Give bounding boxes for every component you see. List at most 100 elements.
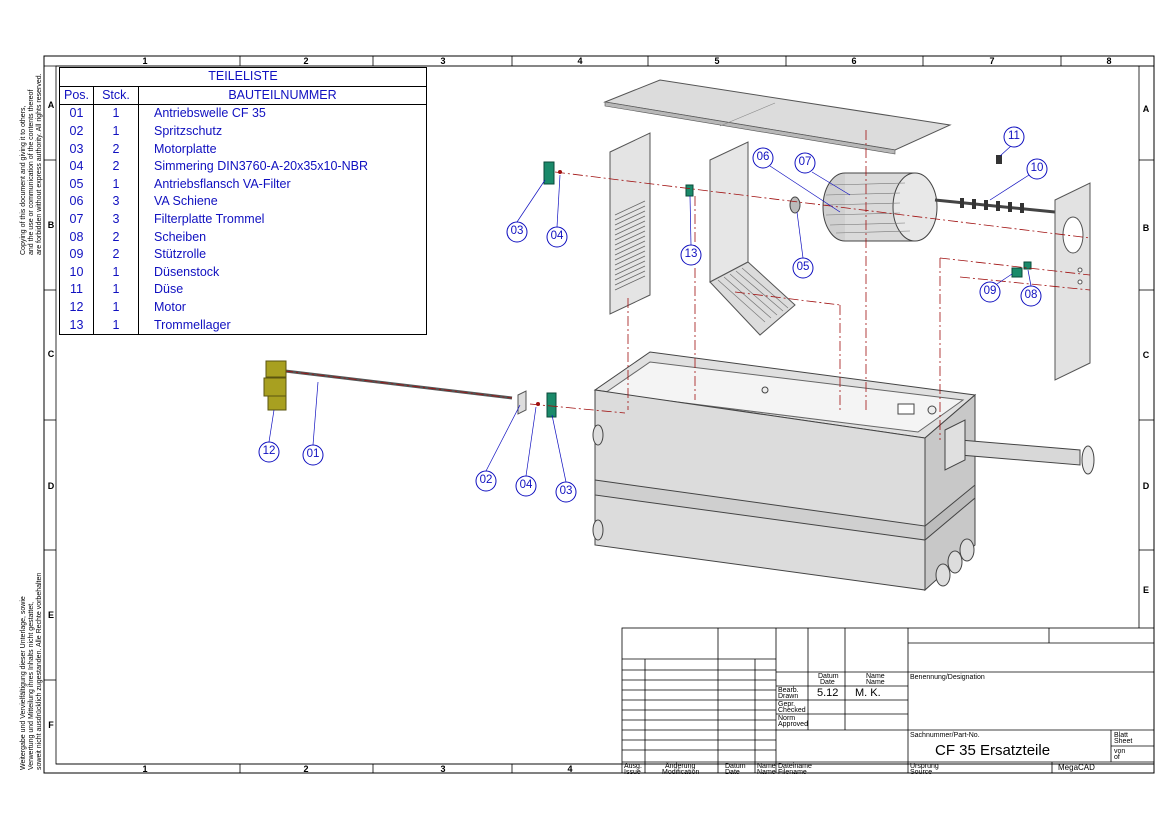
part-balloons: [258, 126, 1048, 503]
zone-2-bottom: 2: [303, 764, 309, 774]
tb-drawn: Drawn: [778, 693, 799, 700]
zone-6: 6: [851, 56, 857, 66]
part-pos: 12: [59, 298, 94, 317]
part-qty: 1: [93, 104, 139, 123]
part-pos: 01: [59, 104, 94, 123]
zone-e: E: [47, 610, 54, 620]
tb-drawn-date: 5.12: [817, 687, 839, 699]
tb-name-de: Name: [866, 673, 885, 680]
balloon-label: 07: [798, 156, 812, 168]
splash-guard-panel: [609, 132, 651, 315]
title-block-grid: [621, 627, 1155, 774]
zone-a: A: [47, 100, 55, 110]
tb-gepr: Gepr.: [778, 701, 796, 708]
zone-c-right: C: [1142, 350, 1150, 360]
motor: [263, 360, 287, 411]
part-name: Stützrolle: [138, 245, 427, 264]
filter-drum: [822, 172, 938, 242]
tb-blatt: Blatt: [1114, 732, 1129, 739]
tb-source: Source: [910, 769, 933, 776]
balloon-label: 05: [796, 261, 810, 273]
tb-modification: Modification: [662, 769, 700, 776]
part-name: Spritzschutz: [138, 122, 427, 141]
zone-5: 5: [714, 56, 720, 66]
copyright-note-de: Weitergabe und Vervielfältigung dieser U…: [20, 572, 43, 770]
tb-ausg: Ausg.: [624, 763, 642, 770]
part-pos: 07: [59, 210, 94, 229]
part-name: VA Schiene: [138, 193, 427, 211]
tb-bearb: Bearb.: [778, 687, 799, 694]
part-name: Antriebswelle CF 35: [138, 104, 427, 123]
tb-date2: Date: [725, 769, 740, 776]
part-pos: 13: [59, 316, 94, 335]
part-pos: 06: [59, 193, 94, 211]
part-pos: 02: [59, 122, 94, 141]
part-qty: 2: [93, 245, 139, 264]
part-pos: 11: [59, 281, 94, 299]
part-qty: 3: [93, 210, 139, 229]
part-name: Filterplatte Trommel: [138, 210, 427, 229]
top-cover-plate: [603, 79, 952, 151]
tb-name-en: Name: [866, 679, 885, 686]
balloon-label: 03: [559, 485, 573, 497]
tb-approved: Approved: [778, 721, 808, 728]
balloon-leaders: [268, 145, 1032, 483]
zone-d: D: [47, 481, 55, 491]
nozzle: [996, 155, 1002, 164]
tb-part-no-label: Sachnummer/Part-No.: [910, 732, 980, 739]
zone-b-right: B: [1142, 223, 1150, 233]
zone-c: C: [47, 349, 55, 359]
motor-plate-bottom: [546, 392, 557, 418]
tb-part-no: CF 35 Ersatzteile: [935, 742, 1051, 759]
drive-flange: [789, 196, 801, 214]
zone-4-bottom: 4: [567, 764, 573, 774]
part-name: Simmering DIN3760-A-20x35x10-NBR: [138, 157, 427, 176]
tb-date: Date: [820, 679, 835, 686]
main-tank: [592, 351, 1095, 592]
part-pos: 10: [59, 263, 94, 282]
zone-7: 7: [989, 56, 995, 66]
tb-von: von: [1114, 748, 1126, 755]
balloon-label: 10: [1030, 162, 1044, 174]
balloon-label: 09: [983, 285, 997, 297]
tb-sheet: Sheet: [1114, 738, 1133, 745]
part-pos: 05: [59, 175, 94, 194]
tb-software: MegaCAD: [1058, 763, 1095, 772]
zone-d-right: D: [1142, 481, 1150, 491]
center-lines: [529, 130, 1091, 440]
zone-a-right: A: [1142, 104, 1150, 114]
part-qty: 1: [93, 122, 139, 141]
balloon-label: 08: [1024, 289, 1038, 301]
zone-f: F: [48, 720, 54, 730]
balloon-label: 12: [262, 445, 276, 457]
zone-1: 1: [142, 56, 148, 66]
header-stck: Stck.: [93, 85, 139, 106]
balloon-label: 13: [684, 248, 698, 260]
splash-guard: [517, 390, 527, 415]
seal-bottom: [536, 402, 540, 406]
part-qty: 2: [93, 140, 139, 158]
part-name: Motor: [138, 298, 427, 317]
tb-datum2: Datum: [725, 763, 746, 770]
tb-norm: Norm: [778, 715, 796, 722]
part-name: Düse: [138, 281, 427, 299]
tb-ursprung: Ursprung: [910, 763, 939, 770]
part-pos: 08: [59, 228, 94, 246]
tb-designation-label: Benennung/Designation: [910, 674, 985, 681]
tb-drawn-name: M. K.: [855, 687, 881, 699]
balloon-label: 03: [510, 225, 524, 237]
header-pos: Pos.: [59, 85, 94, 106]
tb-name2: Name: [757, 763, 776, 770]
seal-top: [558, 170, 562, 174]
parts-list-title: TEILELISTE: [59, 67, 427, 87]
